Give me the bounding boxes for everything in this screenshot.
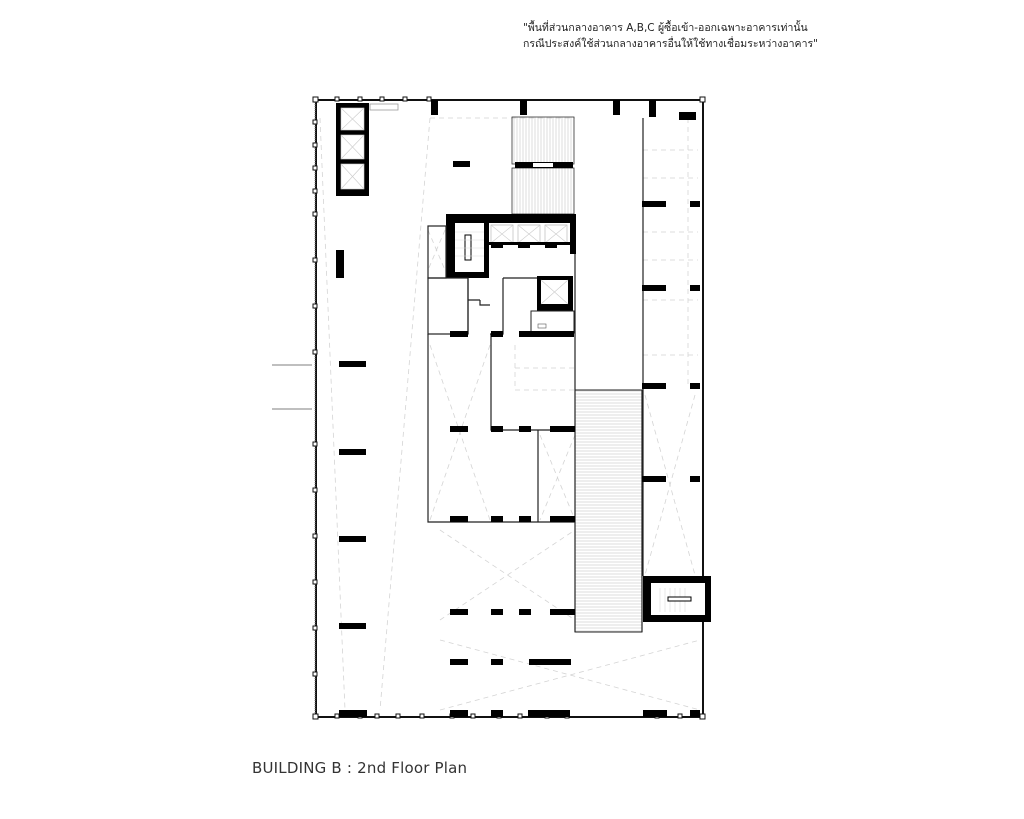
dashed-guide-lines bbox=[319, 117, 701, 711]
service-lift bbox=[530, 276, 575, 334]
structural-columns bbox=[336, 100, 700, 717]
note-line-2: กรณีประสงค์ใช้ส่วนกลางอาคารอื่นให้ใช้ทาง… bbox=[523, 38, 818, 50]
exterior-wall bbox=[314, 99, 704, 718]
perimeter-column-markers bbox=[312, 96, 706, 720]
link-bridge bbox=[272, 364, 312, 410]
lift-bank bbox=[488, 223, 570, 248]
stair-top bbox=[511, 116, 575, 215]
note-line-1: "พื้นที่ส่วนกลางอาคาร A,B,C ผู้ซื้อเข้า-… bbox=[523, 22, 808, 34]
lift-shafts-left bbox=[336, 103, 399, 196]
interior-partitions bbox=[427, 118, 644, 632]
plan-caption: BUILDING B : 2nd Floor Plan bbox=[252, 759, 468, 777]
core-stair bbox=[446, 214, 576, 278]
building-access-note: "พื้นที่ส่วนกลางอาคาร A,B,C ผู้ซื้อเข้า-… bbox=[523, 20, 818, 52]
ramp bbox=[574, 389, 643, 633]
fire-stair-east bbox=[643, 576, 711, 622]
